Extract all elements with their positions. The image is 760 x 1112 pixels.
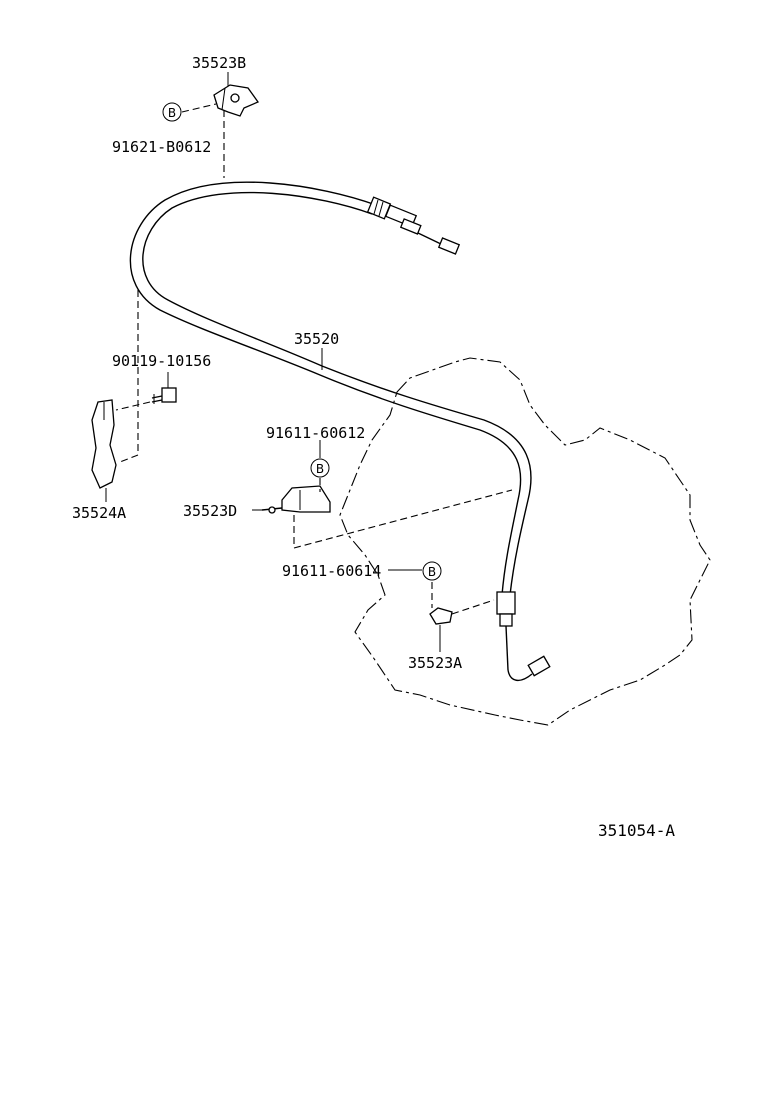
label-35523d: 35523D — [183, 502, 237, 520]
cable-end-upper — [366, 196, 461, 255]
bracket-35523d — [261, 485, 331, 514]
transmission-cable — [129, 181, 532, 596]
label-35523a: 35523A — [408, 654, 462, 672]
label-35524a: 35524A — [72, 504, 126, 522]
svg-text:B: B — [316, 462, 324, 476]
svg-text:B: B — [428, 565, 436, 579]
svg-text:B: B — [168, 106, 176, 120]
label-91611-60614: 91611-60614 — [282, 562, 381, 580]
bracket-35524a — [91, 399, 117, 489]
bracket-35523b — [213, 84, 259, 117]
transmission-outline — [339, 357, 711, 726]
label-91621-b0612: 91621-B0612 — [112, 138, 211, 156]
bracket-35523a — [429, 607, 453, 625]
marker-b-lower: B — [422, 561, 442, 581]
leader-mid-dash — [293, 489, 513, 549]
leader-clip-upper — [181, 103, 217, 113]
label-91611-60612: 91611-60612 — [266, 424, 365, 442]
diagram-reference: 351054-A — [598, 821, 675, 840]
bolt-90119 — [151, 387, 177, 404]
cable-end-lower — [496, 591, 551, 681]
leader-side-dash — [115, 290, 151, 463]
marker-b-mid: B — [310, 458, 330, 478]
label-90119-10156: 90119-10156 — [112, 352, 211, 370]
leader-lower-bracket-dash — [451, 599, 495, 615]
label-35523b: 35523B — [192, 54, 246, 72]
label-35520: 35520 — [294, 330, 339, 348]
marker-b-upper: B — [162, 102, 182, 122]
